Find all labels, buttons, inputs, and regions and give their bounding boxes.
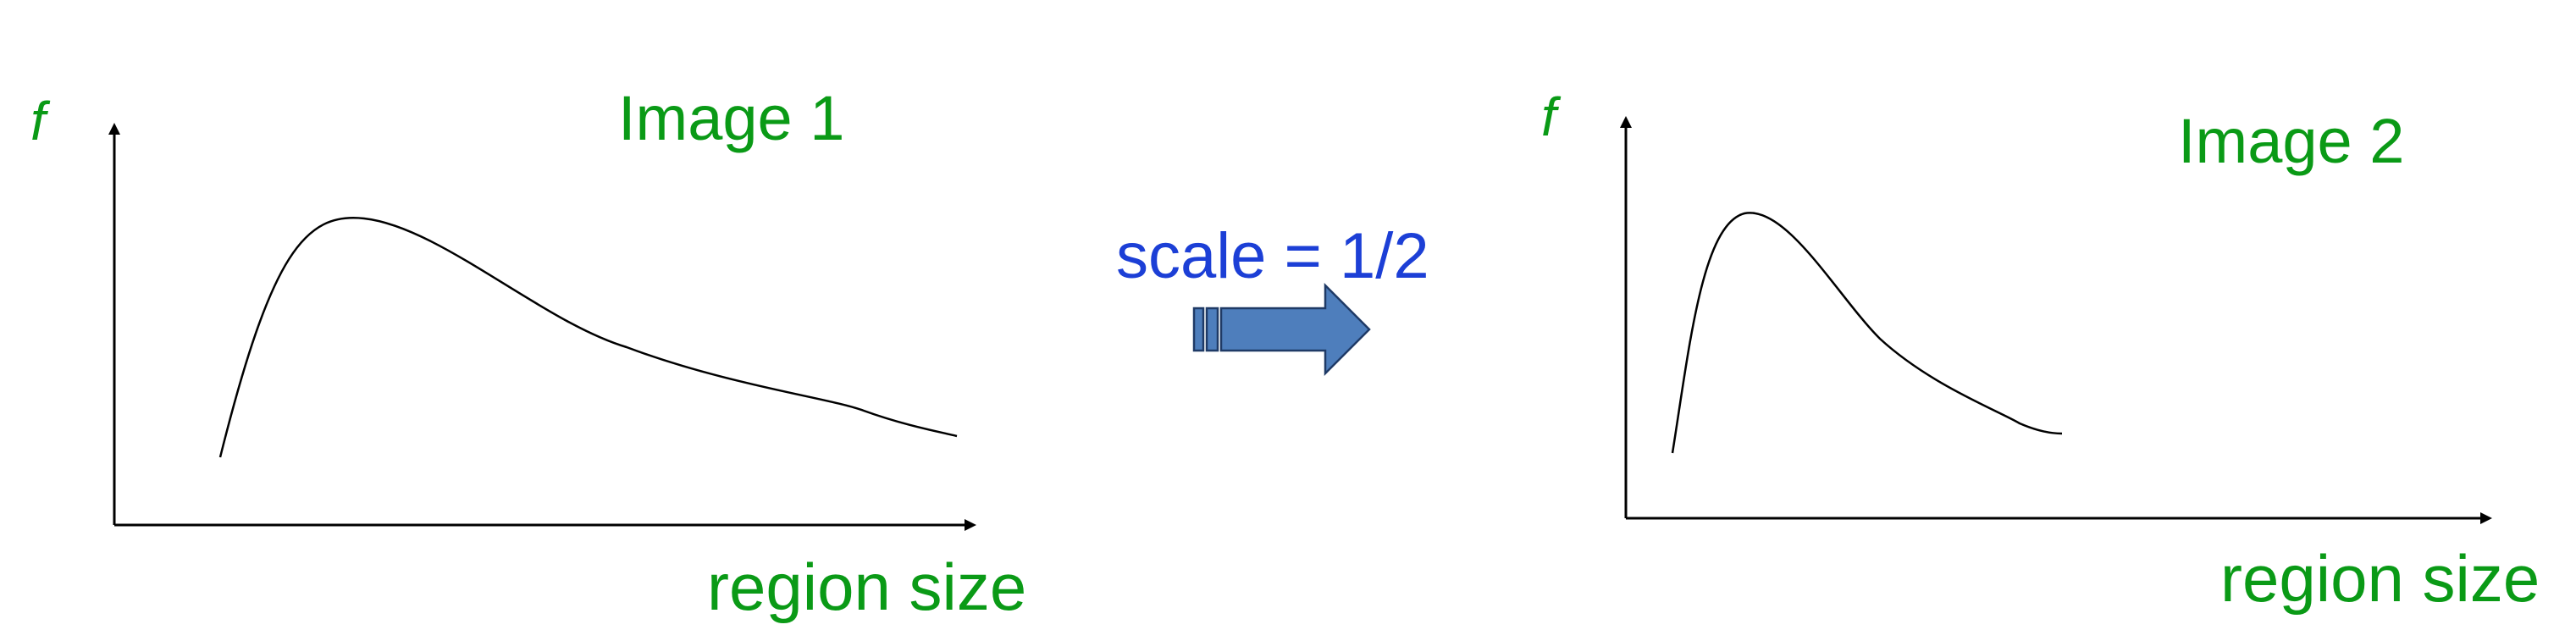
right-x-axis-label: region size xyxy=(2220,541,2540,616)
right-plot: f Image 2 region size xyxy=(1541,86,2540,616)
right-curve xyxy=(1671,212,2063,454)
right-plot-title: Image 2 xyxy=(2178,106,2404,176)
left-x-axis-label: region size xyxy=(707,550,1026,624)
left-y-axis-label: f xyxy=(30,91,51,152)
right-block-arrow-icon xyxy=(1192,282,1371,377)
transform-group: scale = 1/2 xyxy=(1116,220,1429,377)
right-y-axis-label: f xyxy=(1541,86,1562,147)
left-plot: f Image 1 region size xyxy=(30,83,1026,624)
left-curve xyxy=(218,217,958,458)
scale-label: scale = 1/2 xyxy=(1116,220,1429,292)
left-plot-title: Image 1 xyxy=(618,83,844,153)
